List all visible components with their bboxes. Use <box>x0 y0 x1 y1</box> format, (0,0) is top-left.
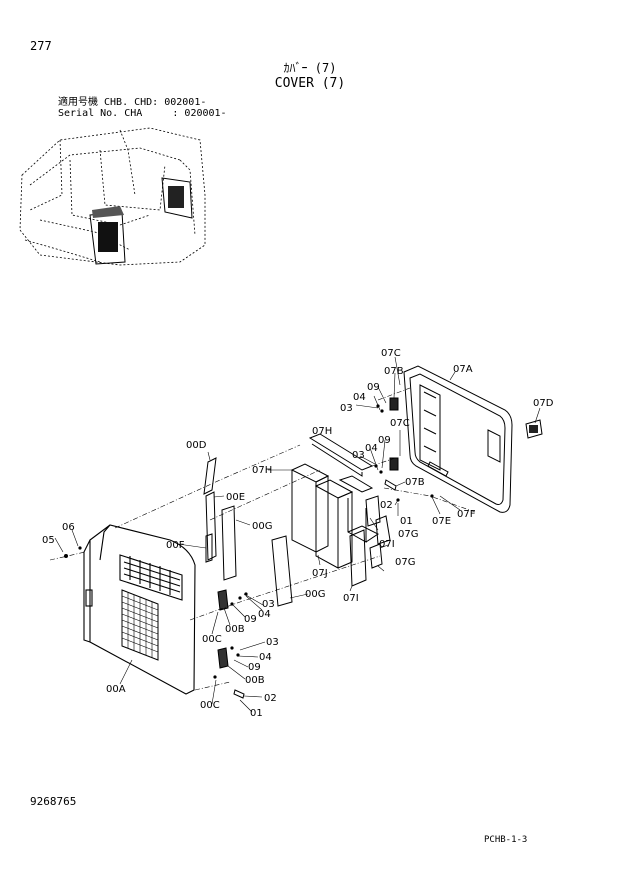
callout-00G-bot: 00G <box>305 589 325 600</box>
part-07D <box>525 419 543 439</box>
title-japanese: ｶﾊﾞｰ (7) <box>283 61 337 75</box>
callout-03-mid: 03 <box>352 450 365 461</box>
title-english: COVER (7) <box>274 76 346 91</box>
callout-09-mid: 09 <box>378 435 391 446</box>
callout-04-top: 04 <box>353 392 366 403</box>
callout-07H-left: 07H <box>252 465 272 476</box>
callout-03-lowA: 03 <box>262 599 275 610</box>
callout-00F: 00F <box>166 540 185 551</box>
panel-group-07 <box>290 433 391 587</box>
callout-00E: 00E <box>226 492 245 503</box>
callout-00A: 00A <box>106 684 126 695</box>
callout-07I-top: 07I <box>379 539 395 550</box>
callout-07C-mid: 07C <box>390 418 410 429</box>
main-cover-00A <box>83 524 196 695</box>
callout-07B-mid: 07B <box>405 477 425 488</box>
callout-07E: 07E <box>432 516 451 527</box>
overview-highlight-cover <box>89 177 193 265</box>
callout-00B-top: 00B <box>225 624 245 635</box>
serial-line-2: Serial No. CHA : 020001- <box>58 108 227 119</box>
callout-00C-bot: 00C <box>200 700 220 711</box>
callout-labels: 07C 07A 07B 09 04 03 07D 07C 07H 09 04 0… <box>42 348 554 719</box>
panel-group-00 <box>203 457 293 607</box>
leader-lines <box>54 356 541 713</box>
callout-07I-bot: 07I <box>343 593 359 604</box>
door-frame-07A <box>403 365 513 513</box>
reference-code: PCHB-1-3 <box>484 835 528 845</box>
callout-04-lowA: 04 <box>258 609 271 620</box>
callout-00B-bot: 00B <box>245 675 265 686</box>
callout-07G-top: 07G <box>398 529 418 540</box>
callout-07J: 07J <box>312 568 328 579</box>
callout-07C-top: 07C <box>381 348 401 359</box>
serial-line-1: 適用号機 CHB. CHD: 002001- <box>58 97 207 108</box>
callout-03-top: 03 <box>340 403 353 414</box>
callout-07F: 07F <box>457 509 476 520</box>
callout-04-lowB: 04 <box>259 652 272 663</box>
callout-07B-top: 07B <box>384 366 404 377</box>
callout-06: 06 <box>62 522 75 533</box>
document-number: 9268765 <box>30 795 77 808</box>
callout-09-top: 09 <box>367 382 380 393</box>
callout-02-low: 02 <box>264 693 277 704</box>
page-number: 277 <box>30 39 52 53</box>
callout-09-lowB: 09 <box>248 662 261 673</box>
callout-05: 05 <box>42 535 55 546</box>
callout-03-lowB: 03 <box>266 637 279 648</box>
callout-00D: 00D <box>186 440 207 451</box>
callout-01-mid: 01 <box>400 516 413 527</box>
callout-00C-top: 00C <box>202 634 222 645</box>
callout-07H: 07H <box>312 426 332 437</box>
callout-01-low: 01 <box>250 708 263 719</box>
callout-04-mid: 04 <box>365 443 378 454</box>
brackets-00B <box>217 479 397 699</box>
callout-07G-bot: 07G <box>395 557 415 568</box>
callout-00G-top: 00G <box>252 521 272 532</box>
cover-grille <box>121 589 159 661</box>
callout-09-lowA: 09 <box>244 614 257 625</box>
callout-07D: 07D <box>533 398 554 409</box>
callout-07A: 07A <box>453 364 473 375</box>
callout-02-mid: 02 <box>380 500 393 511</box>
